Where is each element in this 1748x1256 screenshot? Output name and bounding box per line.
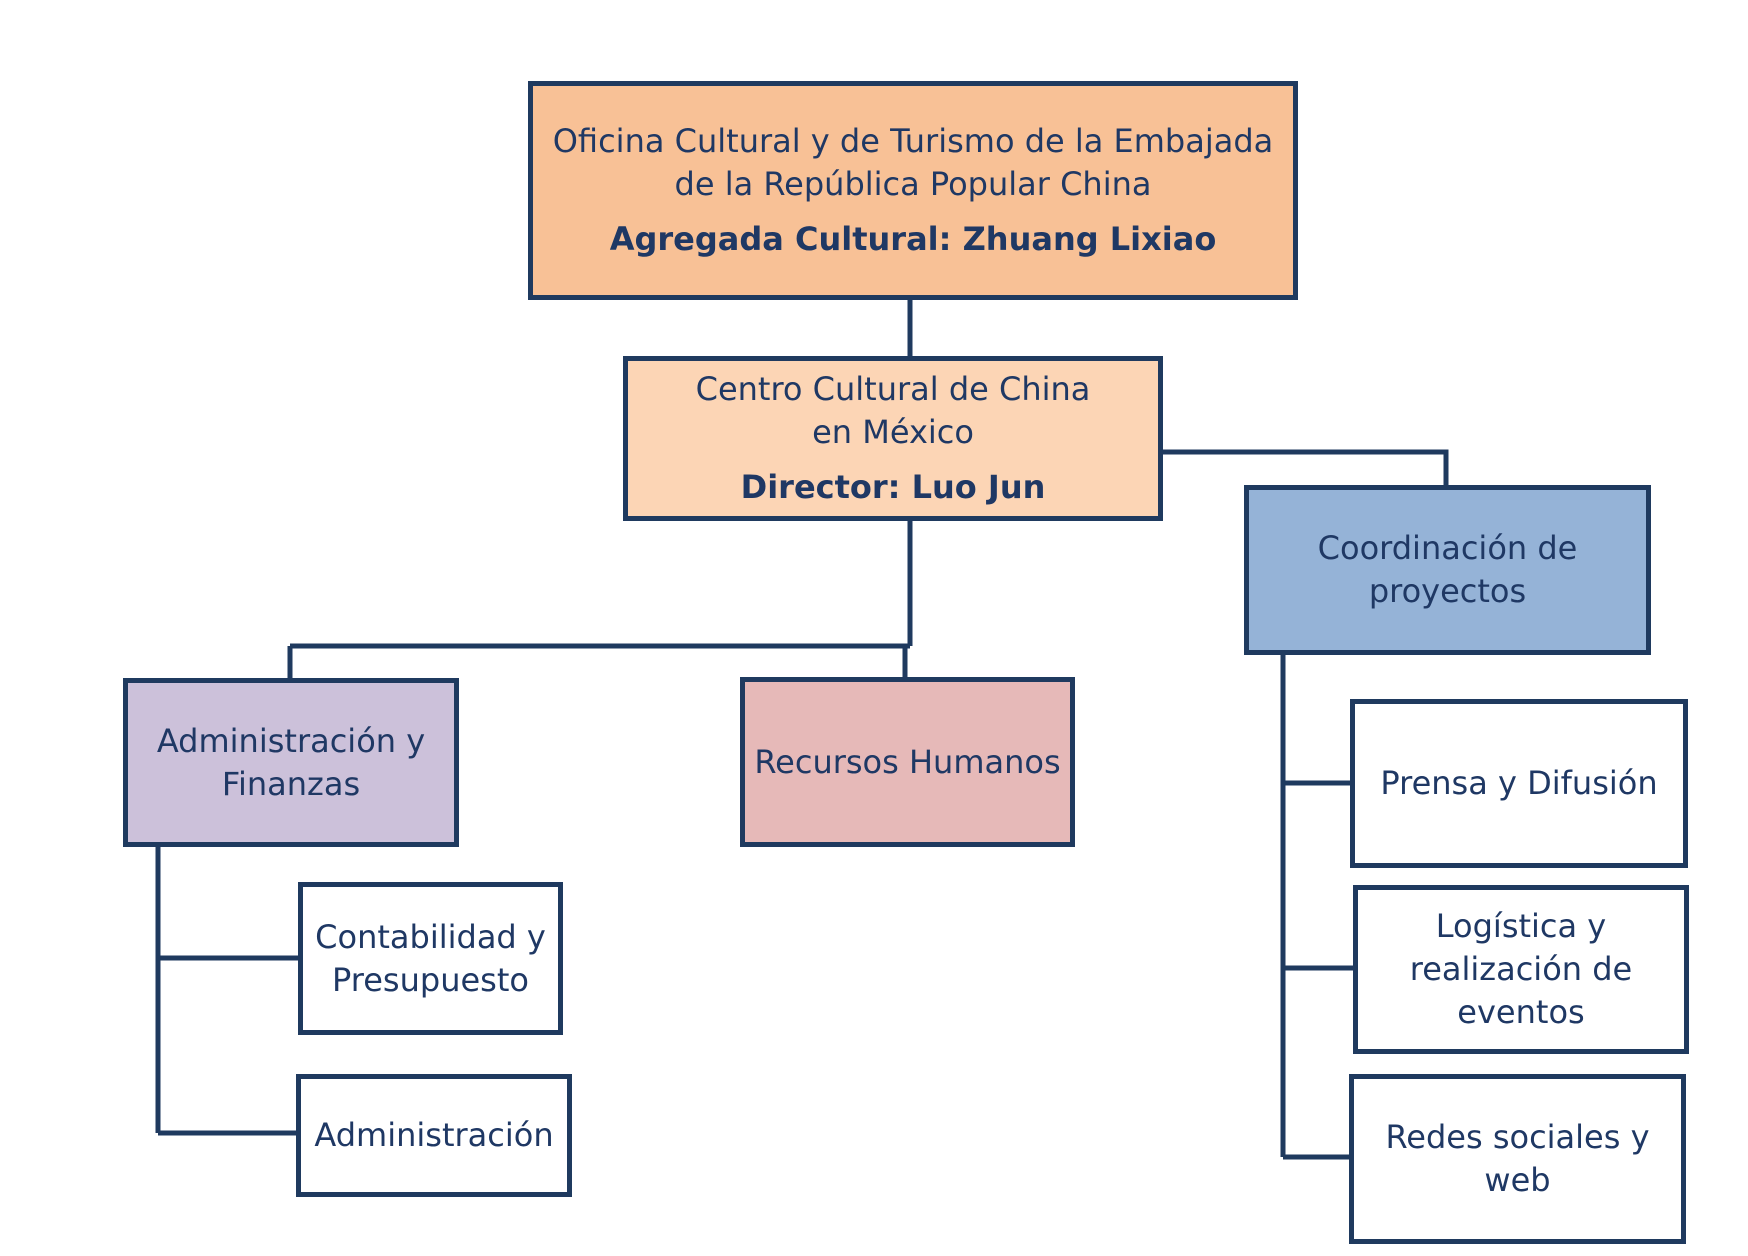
logistics-events-box: Logística y realización de eventos: [1353, 885, 1689, 1054]
connector-coordination-children: [1280, 652, 1355, 1160]
connector-center-subunits: [290, 519, 913, 649]
connector-admin-children: [155, 844, 300, 1136]
cultural-center-title: Centro Cultural de China en México: [695, 370, 1091, 451]
press-box: Prensa y Difusión: [1350, 699, 1688, 868]
project-coordination-box: Coordinación de proyectos: [1244, 485, 1651, 655]
cultural-center-director: Director: Luo Jun: [740, 468, 1046, 506]
human-resources-box: Recursos Humanos: [740, 677, 1075, 847]
root-office-title: Oficina Cultural y de Turismo de la Emba…: [552, 122, 1274, 203]
admin-finance-label: Administración y Finanzas: [156, 721, 426, 803]
admin-finance-box: Administración y Finanzas: [123, 678, 459, 847]
cultural-center-box: Centro Cultural de China en México Direc…: [623, 356, 1163, 521]
press-label: Prensa y Difusión: [1380, 764, 1658, 802]
social-web-label: Redes sociales y web: [1385, 1118, 1650, 1199]
social-web-box: Redes sociales y web: [1349, 1074, 1686, 1244]
accounting-budget-label: Contabilidad y Presupuesto: [315, 917, 546, 999]
project-coordination-label: Coordinación de proyectos: [1317, 529, 1578, 610]
human-resources-label: Recursos Humanos: [754, 742, 1061, 781]
accounting-budget-box: Contabilidad y Presupuesto: [298, 882, 563, 1035]
root-office-box: Oficina Cultural y de Turismo de la Emba…: [528, 81, 1298, 300]
connector-center-coordination: [1160, 449, 1449, 487]
administration-box: Administración: [296, 1074, 572, 1197]
administration-label: Administración: [314, 1116, 554, 1154]
root-office-attache: Agregada Cultural: Zhuang Lixiao: [609, 220, 1217, 258]
logistics-events-label: Logística y realización de eventos: [1409, 907, 1633, 1031]
